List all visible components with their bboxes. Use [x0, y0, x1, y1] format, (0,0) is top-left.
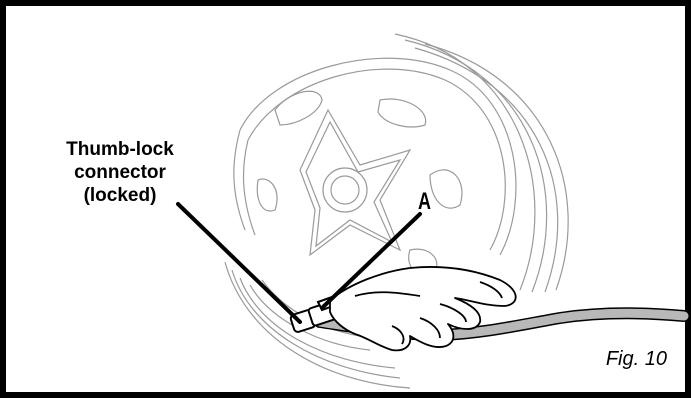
callout-line: Thumb-lock [40, 138, 200, 161]
thumb-lock-leader-line [178, 204, 300, 322]
hand-illustration [330, 267, 516, 350]
thumb-lock-connector-label: Thumb-lock connector (locked) [40, 138, 200, 207]
marker-a-label: A [418, 188, 431, 216]
callout-line: (locked) [40, 184, 200, 207]
callout-line: connector [40, 161, 200, 184]
figure-caption: Fig. 10 [606, 348, 667, 371]
